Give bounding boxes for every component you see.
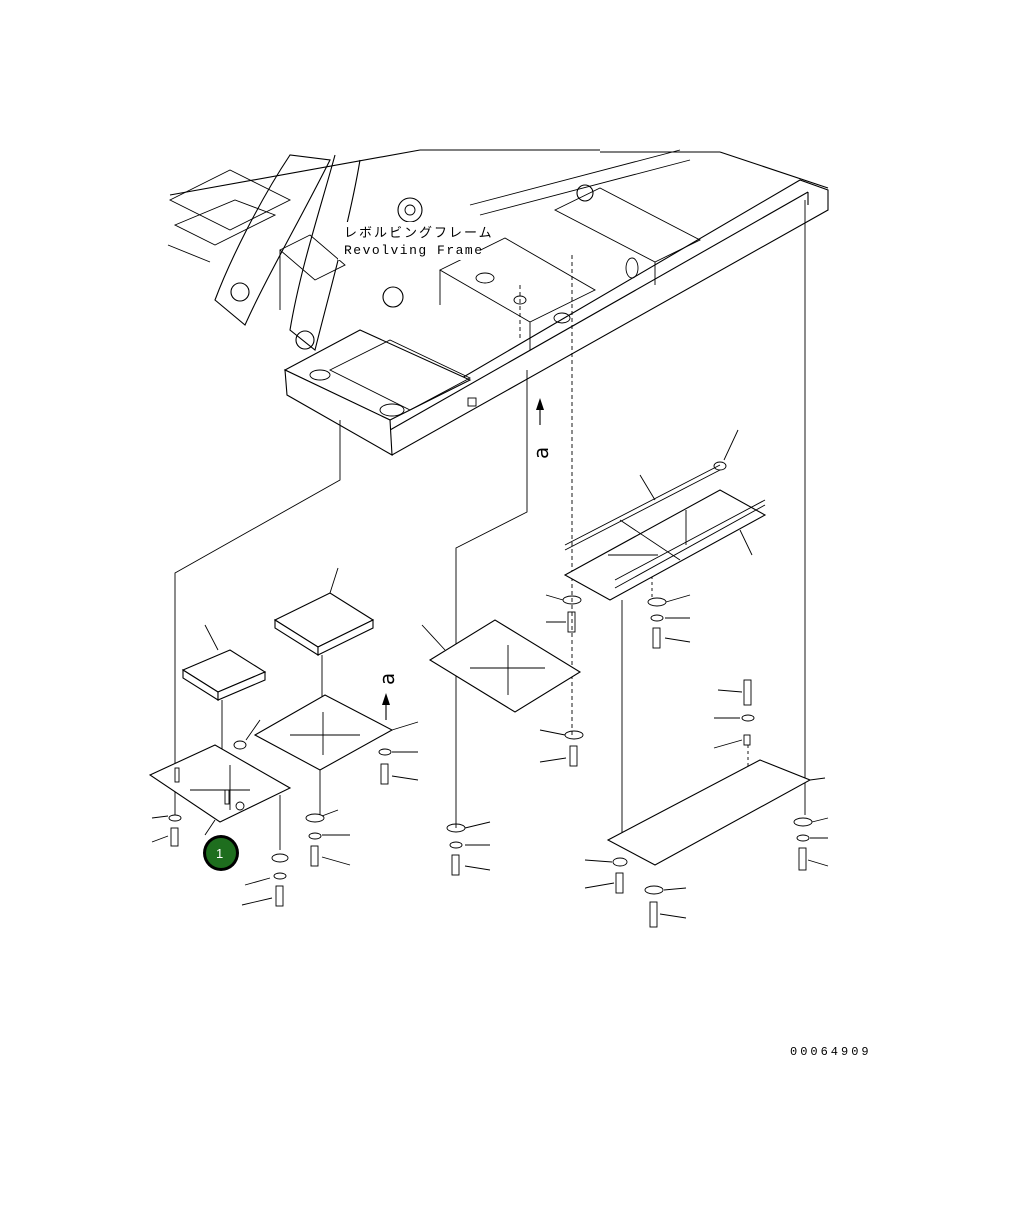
assembly-lines [174,200,806,840]
cover-plate-center [253,694,419,815]
pad-block-left [181,624,267,765]
cover-plate-channel [563,464,767,601]
arrow-a-lower: a [375,673,399,720]
callout-1-label: 1 [216,846,223,861]
pad-block-center [273,567,375,710]
callout-leaders [151,429,829,919]
cover-plate-long [606,759,826,866]
arrow-a-upper: a [529,398,553,459]
cover-plate-left [148,744,292,850]
arrow-a-lower-label: a [375,673,399,685]
frame-label-english: Revolving Frame [344,243,484,258]
arrow-a-upper-label: a [529,447,553,459]
frame-label-japanese: レボルビングフレーム [344,226,494,241]
fasteners [168,461,813,928]
drawing-reference-number: 00064909 [790,1045,872,1059]
cover-plate-right-center [421,619,582,713]
revolving-frame [167,149,829,456]
callout-1-fill [206,838,236,868]
callout-1[interactable]: 1 [203,835,239,871]
